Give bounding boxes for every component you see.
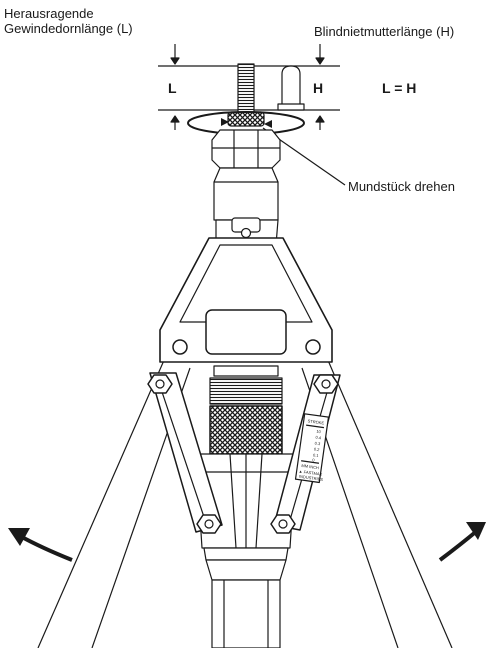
l-symbol: L bbox=[168, 80, 177, 96]
gauge-brand-line-1: ▲ FASTMAX bbox=[298, 469, 323, 477]
pivot-bolt-top-right bbox=[313, 374, 339, 394]
hex-nut bbox=[211, 129, 281, 169]
protruding-length-label-line-1: Herausragende bbox=[4, 6, 94, 21]
pivot-bolt-top-left bbox=[147, 374, 173, 394]
gauge-mark-6: 0 bbox=[312, 457, 316, 462]
gauge-mark-2: 0.4 bbox=[315, 435, 322, 441]
nut-length-label: Blindnietmutterlänge (H) bbox=[314, 24, 455, 39]
arrow-left-icon bbox=[8, 528, 73, 562]
h-symbol: H bbox=[313, 80, 324, 96]
gauge-title: STROKE bbox=[307, 418, 324, 425]
protruding-length-label-line-2: Gewindedornlänge (L) bbox=[4, 21, 133, 36]
knurled-adjusting-nut bbox=[209, 405, 283, 455]
stroke-gauge bbox=[294, 413, 330, 484]
left-link bbox=[149, 372, 223, 533]
pivot-bolt-bottom-left bbox=[196, 514, 222, 534]
threaded-collar bbox=[209, 365, 283, 405]
gauge-brand-line-2: INDUSTRIES bbox=[299, 474, 324, 482]
gauge-mark-1: 10 bbox=[316, 429, 322, 435]
gauge-mark-5: 0.1 bbox=[313, 452, 320, 458]
turn-nosepiece-label: Mundstück drehen bbox=[348, 179, 455, 194]
top-plate bbox=[159, 237, 333, 363]
blind-rivet-nut bbox=[277, 65, 305, 111]
pivot-bolt-bottom-right bbox=[270, 514, 296, 534]
gauge-units: MM INCH bbox=[301, 463, 319, 470]
gauge-mark-3: 0.3 bbox=[314, 440, 321, 446]
gauge-mark-4: 0.2 bbox=[314, 446, 321, 452]
bottom-handle-grip bbox=[203, 547, 289, 648]
measurement-lines bbox=[158, 44, 340, 130]
body-tube bbox=[213, 167, 279, 221]
threaded-mandrel bbox=[237, 63, 255, 113]
equation-label: L = H bbox=[382, 80, 417, 96]
arrow-right-icon bbox=[438, 522, 486, 562]
